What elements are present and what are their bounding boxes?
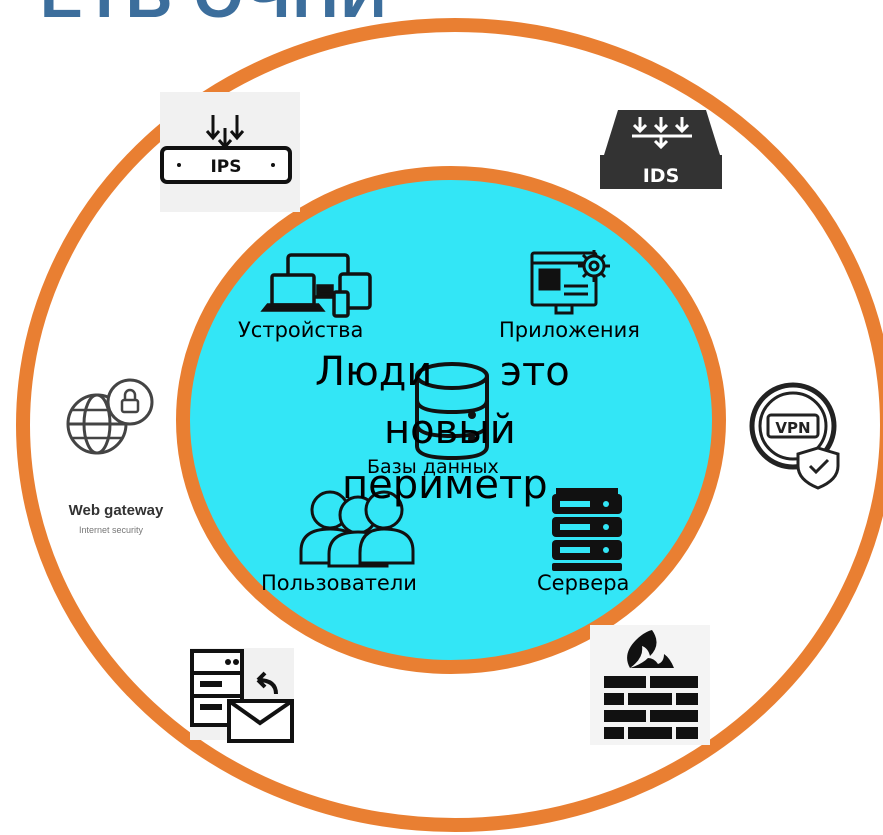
devices-icon [260,253,372,318]
firewall-icon [590,625,710,745]
database-icon [415,362,489,461]
ips-label: IPS [210,157,241,177]
users-icon [299,490,415,568]
ids-icon: IDS [600,110,722,189]
devices-label: Устройства [238,318,364,342]
vpn-label: VPN [775,419,810,437]
web-gateway-label: Web gateway [69,502,164,519]
outer-ring [16,18,883,832]
mail-server-icon [190,648,294,743]
server-rack-icon [552,488,622,571]
web-gateway-sublabel: Internet security [79,525,144,535]
users-label: Пользователи [261,571,417,595]
databases-label: Базы данных [367,456,499,478]
vpn-shield-icon: VPN [749,382,840,490]
center-word-new: новый [384,407,516,453]
ips-icon: IPS [160,92,300,212]
center-word-is: это [500,349,570,395]
center-word-people: Люди [315,349,433,395]
globe-lock-icon [66,378,154,455]
ids-label: IDS [643,165,680,187]
application-gear-icon [530,250,610,315]
page-title: ЕТЬ ОЧНИ [40,0,389,32]
servers-label: Сервера [537,571,630,595]
center-word-perimeter: периметр [342,462,548,508]
applications-label: Приложения [499,318,640,342]
